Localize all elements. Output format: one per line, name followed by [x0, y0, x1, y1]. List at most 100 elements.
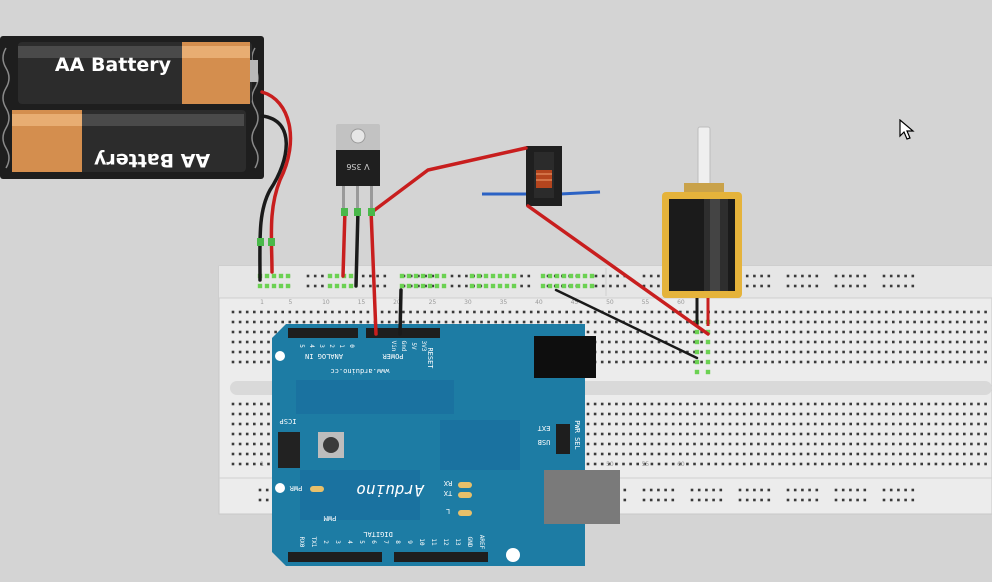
breadboard-hole[interactable]: [245, 402, 249, 406]
breadboard-hole[interactable]: [636, 360, 639, 364]
rail-hole[interactable]: [642, 284, 646, 288]
breadboard-hole[interactable]: [849, 310, 852, 314]
breadboard-hole[interactable]: [728, 360, 732, 364]
breadboard-hole[interactable]: [671, 422, 675, 426]
breadboard-hole[interactable]: [764, 452, 767, 456]
breadboard-hole[interactable]: [686, 422, 689, 426]
rail-hole[interactable]: [897, 498, 900, 502]
breadboard-hole[interactable]: [742, 350, 746, 354]
rail-hole[interactable]: [897, 274, 900, 278]
breadboard-hole[interactable]: [693, 432, 696, 436]
breadboard-hole[interactable]: [771, 422, 774, 426]
breadboard-hole[interactable]: [260, 432, 263, 436]
breadboard-hole[interactable]: [686, 320, 689, 324]
rail-hole[interactable]: [801, 498, 804, 502]
breadboard-hole[interactable]: [693, 422, 696, 426]
breadboard-hole[interactable]: [941, 412, 945, 416]
breadboard-hole[interactable]: [948, 452, 952, 456]
breadboard-hole[interactable]: [835, 412, 838, 416]
rail-hole[interactable]: [856, 274, 859, 278]
breadboard-hole[interactable]: [728, 330, 732, 334]
breadboard-hole[interactable]: [856, 422, 860, 426]
rail-hole[interactable]: [801, 284, 804, 288]
reset-button[interactable]: [318, 432, 344, 458]
breadboard-hole[interactable]: [750, 310, 753, 314]
breadboard-hole[interactable]: [757, 402, 760, 406]
breadboard-hole[interactable]: [813, 432, 817, 436]
breadboard-hole[interactable]: [835, 442, 838, 446]
breadboard-hole[interactable]: [544, 320, 547, 324]
breadboard-hole[interactable]: [913, 402, 916, 406]
breadboard-hole[interactable]: [856, 310, 860, 314]
breadboard-hole[interactable]: [764, 442, 767, 446]
breadboard-hole[interactable]: [913, 360, 916, 364]
breadboard-hole[interactable]: [856, 330, 860, 334]
breadboard-hole[interactable]: [828, 360, 831, 364]
breadboard-hole[interactable]: [586, 402, 590, 406]
breadboard-hole[interactable]: [764, 340, 767, 344]
breadboard-hole[interactable]: [643, 442, 647, 446]
breadboard-hole[interactable]: [970, 340, 973, 344]
rail-hole[interactable]: [664, 488, 667, 492]
breadboard-hole[interactable]: [757, 310, 760, 314]
breadboard-hole[interactable]: [927, 452, 931, 456]
breadboard-hole[interactable]: [778, 320, 781, 324]
breadboard-hole[interactable]: [828, 452, 831, 456]
breadboard-hole[interactable]: [466, 320, 469, 324]
breadboard-hole[interactable]: [963, 412, 966, 416]
breadboard-hole[interactable]: [785, 360, 789, 364]
breadboard-hole[interactable]: [877, 340, 881, 344]
breadboard-hole[interactable]: [899, 330, 902, 334]
breadboard-hole[interactable]: [799, 340, 803, 344]
breadboard-hole[interactable]: [849, 422, 852, 426]
breadboard-hole[interactable]: [679, 402, 682, 406]
rail-hole[interactable]: [719, 498, 723, 502]
breadboard-hole[interactable]: [295, 320, 299, 324]
breadboard-hole[interactable]: [863, 422, 867, 426]
breadboard-hole[interactable]: [657, 310, 661, 314]
breadboard-hole[interactable]: [863, 452, 867, 456]
breadboard-hole[interactable]: [643, 412, 647, 416]
rail-hole[interactable]: [690, 498, 694, 502]
breadboard-hole[interactable]: [870, 350, 874, 354]
breadboard-hole[interactable]: [821, 310, 824, 314]
breadboard-hole[interactable]: [835, 340, 838, 344]
rail-hole[interactable]: [904, 274, 907, 278]
breadboard-hole[interactable]: [586, 412, 590, 416]
breadboard-hole[interactable]: [267, 320, 270, 324]
rail-hole[interactable]: [527, 284, 531, 288]
breadboard-hole[interactable]: [466, 310, 469, 314]
breadboard-hole[interactable]: [707, 442, 710, 446]
breadboard-hole[interactable]: [757, 320, 760, 324]
breadboard-hole[interactable]: [806, 462, 810, 466]
breadboard-hole[interactable]: [707, 412, 710, 416]
breadboard-hole[interactable]: [650, 452, 654, 456]
breadboard-hole[interactable]: [799, 432, 803, 436]
breadboard-hole[interactable]: [395, 320, 398, 324]
breadboard-hole[interactable]: [955, 442, 959, 446]
breadboard-hole[interactable]: [828, 402, 831, 406]
analog-header[interactable]: [288, 328, 358, 338]
rail-hole[interactable]: [313, 274, 317, 278]
breadboard-hole[interactable]: [849, 432, 852, 436]
breadboard-hole[interactable]: [984, 462, 987, 466]
rail-hole[interactable]: [417, 284, 420, 288]
breadboard-hole[interactable]: [778, 452, 781, 456]
rail-hole[interactable]: [623, 488, 627, 492]
breadboard-hole[interactable]: [686, 432, 689, 436]
breadboard-hole[interactable]: [757, 350, 760, 354]
breadboard-hole[interactable]: [856, 320, 860, 324]
breadboard-hole[interactable]: [267, 412, 270, 416]
rail-hole[interactable]: [369, 274, 372, 278]
breadboard-hole[interactable]: [728, 340, 732, 344]
breadboard-hole[interactable]: [643, 452, 647, 456]
breadboard-hole[interactable]: [792, 462, 796, 466]
breadboard-hole[interactable]: [813, 310, 817, 314]
breadboard-hole[interactable]: [366, 310, 370, 314]
rail-hole[interactable]: [760, 284, 763, 288]
breadboard-hole[interactable]: [260, 462, 263, 466]
breadboard-hole[interactable]: [849, 452, 852, 456]
breadboard-hole[interactable]: [899, 462, 902, 466]
breadboard-hole[interactable]: [487, 310, 490, 314]
rail-hole[interactable]: [369, 284, 372, 288]
